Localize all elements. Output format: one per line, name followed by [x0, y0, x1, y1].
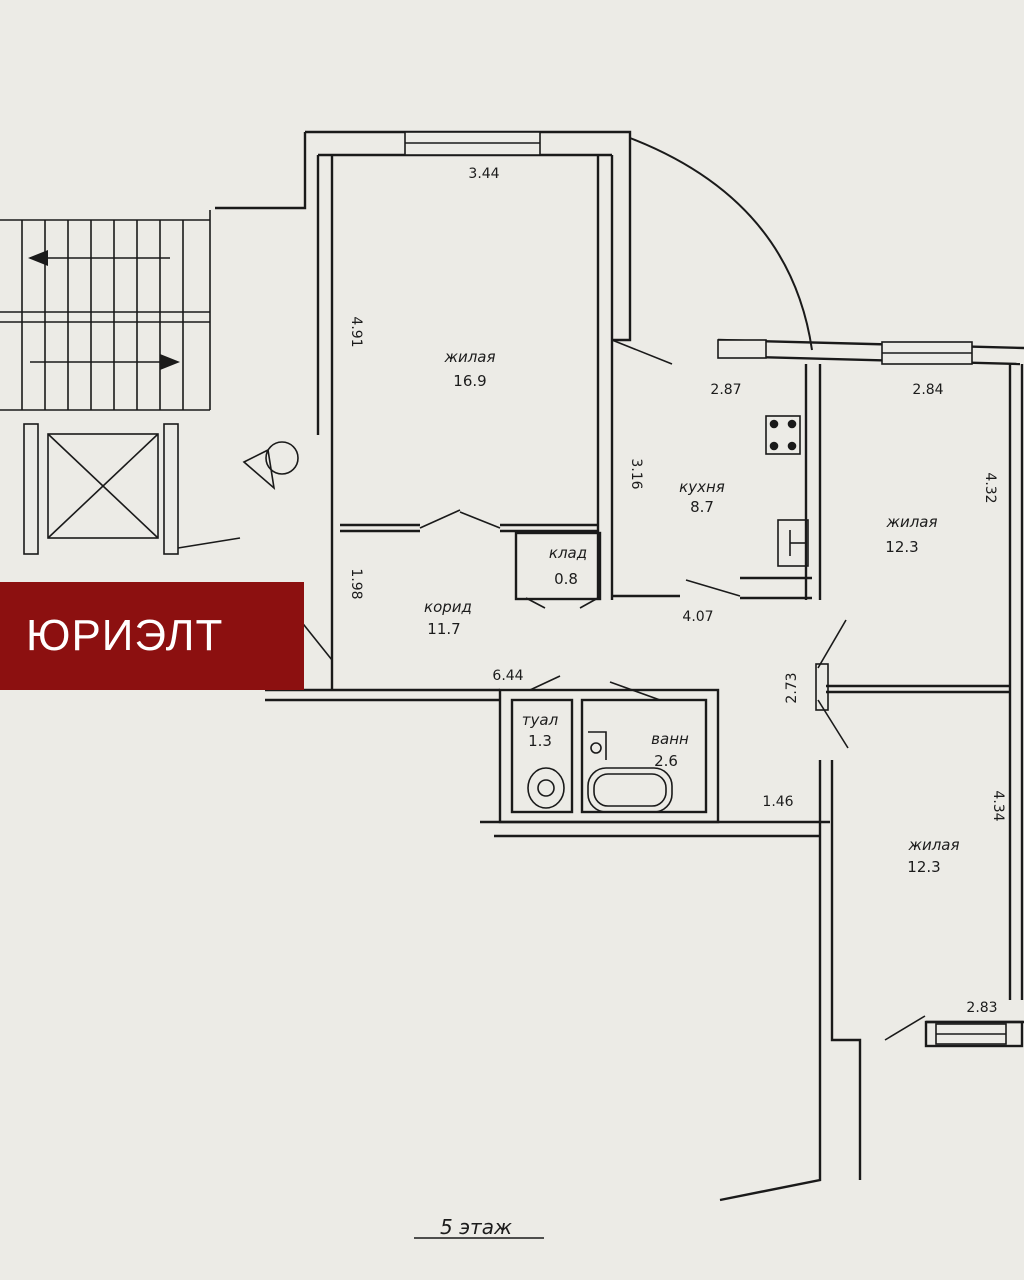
brand-logo-text: ЮРИЭЛТ	[26, 611, 224, 660]
room-storage: клад 0.8	[549, 544, 587, 588]
room-toilet: туал 1.3	[522, 711, 559, 750]
dimensions: 3.44 4.91 2.87 3.16 2.84 4.32 1.98 4.07 …	[348, 166, 1006, 1016]
walls	[215, 130, 1024, 1202]
room-corridor: корид 11.7	[424, 598, 472, 638]
stairwell	[0, 210, 211, 411]
dimension-label: 2.84	[912, 382, 943, 398]
dimension-label: 4.32	[982, 472, 998, 503]
room-area: 0.8	[554, 570, 578, 588]
room-name: клад	[549, 544, 587, 562]
room-name: жилая	[885, 513, 937, 531]
room-area: 12.3	[885, 538, 918, 556]
room-area: 12.3	[907, 858, 940, 876]
room-area: 1.3	[528, 732, 552, 750]
room-area: 16.9	[453, 372, 486, 390]
room-name: жилая	[443, 348, 495, 366]
room-name: корид	[424, 598, 472, 616]
dimension-label: 1.98	[348, 568, 364, 599]
sink-icon	[777, 519, 809, 567]
dimension-label: 1.46	[762, 794, 793, 810]
room-living-1: жилая 16.9	[443, 348, 495, 390]
room-name: туал	[522, 711, 559, 729]
bathtub-icon	[587, 731, 673, 813]
shaft-symbol	[242, 441, 299, 491]
dimension-label: 4.34	[990, 790, 1006, 821]
doors	[177, 339, 926, 1041]
dimension-label: 4.07	[682, 609, 713, 625]
brand-banner: ЮРИЭЛТ	[0, 582, 304, 690]
dimension-label: 2.73	[784, 672, 800, 703]
elevator-shaft	[23, 423, 179, 555]
room-living-3: жилая 12.3	[907, 836, 959, 876]
dimension-label: 3.44	[468, 166, 499, 182]
stove-icon	[765, 415, 801, 455]
dimension-label: 4.91	[348, 316, 364, 347]
stair-arrow-left-icon	[28, 250, 48, 266]
dimension-label: 2.87	[710, 382, 741, 398]
dimension-label: 3.16	[628, 458, 644, 489]
room-kitchen: кухня 8.7	[679, 478, 725, 516]
room-area: 11.7	[427, 620, 460, 638]
toilet-icon	[527, 767, 565, 809]
room-name: ванн	[651, 730, 689, 748]
room-living-2: жилая 12.3	[885, 513, 937, 556]
stair-arrow-right-icon	[160, 354, 180, 370]
room-name: кухня	[679, 478, 725, 496]
room-name: жилая	[907, 836, 959, 854]
dimension-label: 6.44	[492, 668, 523, 684]
windows	[404, 131, 1007, 1045]
floor-label: 5 этаж	[440, 1215, 512, 1239]
dimension-label: 2.83	[966, 1000, 997, 1016]
room-area: 2.6	[654, 752, 678, 770]
room-bath: ванн 2.6	[651, 730, 689, 770]
room-area: 8.7	[690, 498, 714, 516]
